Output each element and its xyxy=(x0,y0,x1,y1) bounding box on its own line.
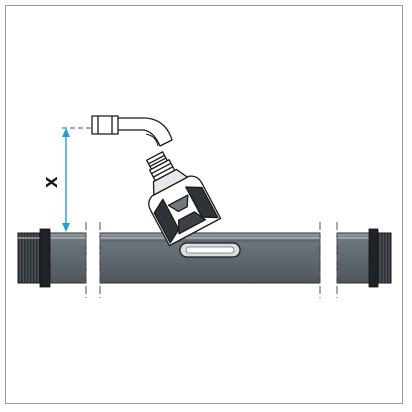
mounting-slot xyxy=(179,242,241,258)
dimension-label: X xyxy=(43,176,61,188)
bar-segment-right xyxy=(336,228,392,288)
bar-segment-left xyxy=(17,228,87,288)
dimension-x: X xyxy=(43,127,94,232)
break-lines xyxy=(85,222,338,298)
sensor-bottle xyxy=(91,115,222,247)
bar-segment-middle xyxy=(99,232,321,284)
